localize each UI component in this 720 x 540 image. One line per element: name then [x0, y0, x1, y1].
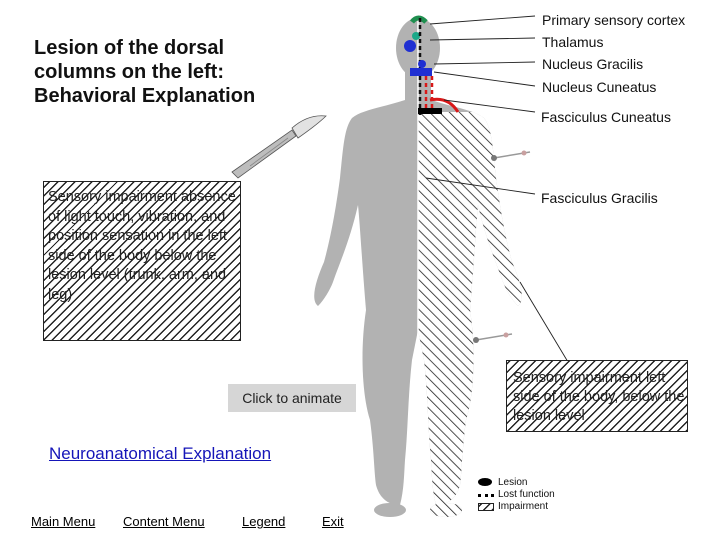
legend-lost-function-label: Lost function	[498, 489, 555, 500]
label-fasciculus-gracilis: Fasciculus Gracilis	[541, 190, 658, 206]
impairment-text-right: Sensory impairment left side of the body…	[513, 370, 685, 424]
pin-icon	[491, 150, 531, 161]
legend-lost-function-swatch	[478, 494, 494, 497]
page-title: Lesion of the dorsal columns on the left…	[34, 37, 256, 107]
label-nucleus-gracilis: Nucleus Gracilis	[542, 56, 644, 72]
pin-icon	[473, 332, 513, 343]
legend-impairment-swatch	[478, 503, 494, 511]
label-fasciculus-cuneatus: Fasciculus Cuneatus	[541, 109, 671, 125]
neuroanatomical-explanation-link[interactable]: Neuroanatomical Explanation	[49, 444, 272, 463]
main-menu-link[interactable]: Main Menu	[31, 514, 96, 529]
impairment-box-left: Sensory impairment absence of light touc…	[43, 181, 241, 341]
legend-lesion-swatch	[478, 478, 492, 486]
content-menu-link[interactable]: Content Menu	[123, 514, 205, 529]
legend-link[interactable]: Legend	[242, 514, 286, 529]
exit-link[interactable]: Exit	[322, 514, 344, 529]
legend-impairment-label: Impairment	[498, 501, 549, 512]
scalpel-icon	[231, 115, 327, 179]
legend-lesion-label: Lesion	[498, 477, 528, 488]
human-body-silhouette	[314, 18, 522, 517]
dorsal-column-pathway	[404, 15, 460, 115]
label-thalamus: Thalamus	[542, 34, 604, 50]
animate-button[interactable]: Click to animate	[228, 384, 356, 412]
impairment-text-left: Sensory impairment absence of light touc…	[48, 189, 236, 303]
impairment-box-right: Sensory impairment left side of the body…	[506, 360, 688, 432]
label-primary-sensory-cortex: Primary sensory cortex	[542, 12, 686, 28]
label-nucleus-cuneatus: Nucleus Cuneatus	[542, 79, 657, 95]
callout-lines	[425, 15, 569, 363]
